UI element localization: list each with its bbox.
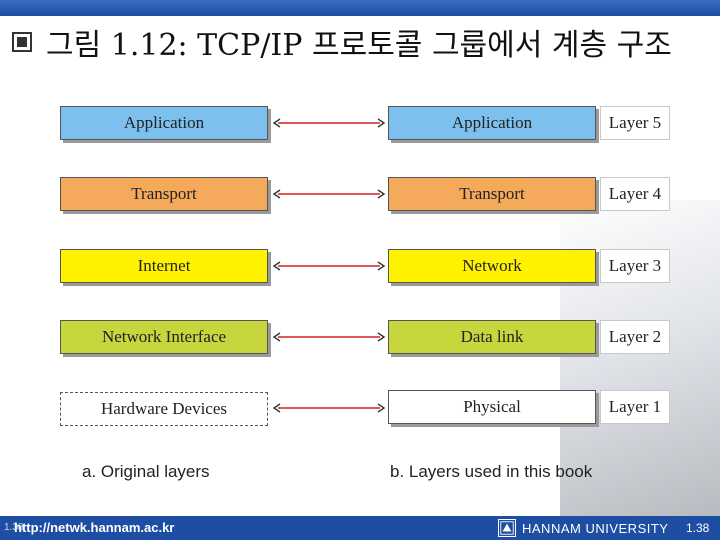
left-box-internet: Internet xyxy=(60,249,268,283)
checkbox-bullet-icon xyxy=(12,32,32,52)
caption-layers-used: b. Layers used in this book xyxy=(390,462,593,481)
left-box-hardware-devices: Hardware Devices xyxy=(60,392,268,426)
right-box-data-link: Data link xyxy=(388,320,596,354)
layer-label-3: Layer 3 xyxy=(600,249,670,283)
right-box-transport: Transport xyxy=(388,177,596,211)
layer-label-2: Layer 2 xyxy=(600,320,670,354)
left-box-application: Application xyxy=(60,106,268,140)
double-arrow-icon xyxy=(272,332,386,342)
double-arrow-icon xyxy=(272,403,386,413)
layer-label-4: Layer 4 xyxy=(600,177,670,211)
hannam-logo-icon xyxy=(498,519,516,537)
left-box-network-interface: Network Interface xyxy=(60,320,268,354)
double-arrow-icon xyxy=(272,261,386,271)
slide-title: 그림 1.12: TCP/IP 프로토콜 그룹에서 계층 구조 xyxy=(46,28,672,63)
footer-bar: 1.38 http://netwk.hannam.ac.kr HANNAM UN… xyxy=(0,516,720,540)
right-box-physical: Physical xyxy=(388,390,596,424)
left-box-transport: Transport xyxy=(60,177,268,211)
double-arrow-icon xyxy=(272,189,386,199)
page-number-left: 1.38 xyxy=(4,522,24,533)
top-bar xyxy=(0,0,720,16)
caption-original-layers: a. Original layers xyxy=(82,462,210,481)
page-number-right: 1.38 xyxy=(686,521,710,535)
university-name: HANNAM UNIVERSITY xyxy=(522,521,669,536)
layer-label-5: Layer 5 xyxy=(600,106,670,140)
layer-label-1: Layer 1 xyxy=(600,390,670,424)
right-box-network: Network xyxy=(388,249,596,283)
double-arrow-icon xyxy=(272,118,386,128)
right-box-application: Application xyxy=(388,106,596,140)
footer-url-link[interactable]: http://netwk.hannam.ac.kr xyxy=(14,520,175,535)
